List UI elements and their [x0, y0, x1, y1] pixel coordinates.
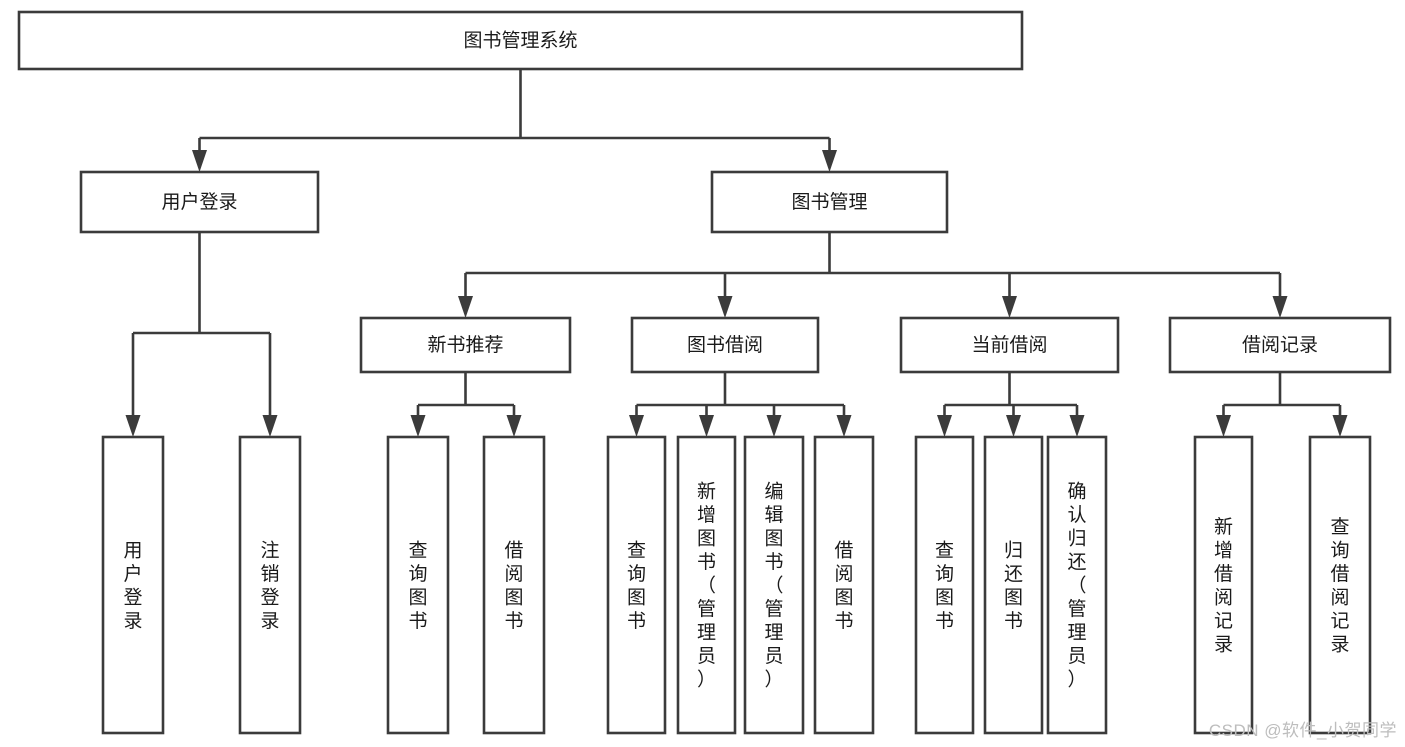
node-box: [606, 435, 667, 735]
node-box: [899, 316, 1120, 374]
node-leaf-borrow-book-1[interactable]: 借阅图书: [482, 435, 546, 735]
node-label: 注销登录: [260, 539, 279, 632]
node-leaf-return-book[interactable]: 归还图书: [983, 435, 1044, 735]
arrow-head-icon: [1002, 296, 1017, 318]
node-box: [914, 435, 975, 735]
node-label: 借阅图书: [834, 539, 853, 632]
node-box: [101, 435, 165, 735]
node-label: 图书借阅: [687, 334, 763, 356]
arrow-head-icon: [699, 415, 714, 437]
node-leaf-add-book[interactable]: 新增图书（管理员）: [676, 435, 737, 735]
node-leaf-add-record[interactable]: 新增借阅记录: [1193, 435, 1254, 735]
node-leaf-query-book-2[interactable]: 查询图书: [606, 435, 667, 735]
node-book-manage[interactable]: 图书管理: [710, 170, 949, 234]
node-root[interactable]: 图书管理系统: [17, 10, 1024, 71]
node-layer: 图书管理系统用户登录图书管理新书推荐图书借阅当前借阅借阅记录用户登录注销登录查询…: [17, 10, 1392, 735]
node-box: [630, 316, 820, 374]
node-box: [482, 435, 546, 735]
node-label: 借阅记录: [1242, 334, 1318, 356]
node-box: [710, 170, 949, 234]
node-box: [1308, 435, 1372, 735]
node-label: 借阅图书: [504, 539, 523, 632]
node-box: [983, 435, 1044, 735]
node-leaf-user-login[interactable]: 用户登录: [101, 435, 165, 735]
node-book-borrow[interactable]: 图书借阅: [630, 316, 820, 374]
node-label: 新增图书（管理员）: [697, 481, 716, 691]
node-box: [238, 435, 302, 735]
node-user-login[interactable]: 用户登录: [79, 170, 320, 234]
node-leaf-logout[interactable]: 注销登录: [238, 435, 302, 735]
node-box: [17, 10, 1024, 71]
arrow-head-icon: [262, 415, 278, 437]
node-label: 查询图书: [935, 539, 954, 632]
arrow-head-icon: [410, 415, 426, 437]
node-current-borrow[interactable]: 当前借阅: [899, 316, 1120, 374]
node-box: [1193, 435, 1254, 735]
node-label: 用户登录: [123, 540, 142, 632]
node-label: 新增借阅记录: [1214, 516, 1233, 656]
node-label: 当前借阅: [971, 334, 1047, 356]
arrow-head-icon: [192, 150, 207, 172]
arrow-head-icon: [937, 415, 952, 437]
node-label: 编辑图书（管理员）: [764, 481, 783, 691]
node-box: [386, 435, 450, 735]
node-label: 查询借阅记录: [1330, 516, 1349, 656]
arrow-head-icon: [836, 415, 852, 437]
arrow-head-icon: [458, 296, 473, 318]
arrow-head-icon: [125, 415, 141, 437]
node-box: [813, 435, 875, 735]
arrow-head-icon: [1006, 415, 1021, 437]
node-leaf-edit-book[interactable]: 编辑图书（管理员）: [743, 435, 805, 735]
arrow-head-icon: [1272, 296, 1288, 318]
node-label: 查询图书: [408, 539, 427, 632]
node-label: 图书管理: [791, 191, 867, 213]
node-label: 查询图书: [627, 539, 646, 632]
arrow-head-icon: [1332, 415, 1348, 437]
node-leaf-query-book-3[interactable]: 查询图书: [914, 435, 975, 735]
node-label: 用户登录: [161, 191, 237, 213]
arrow-head-icon: [822, 150, 837, 172]
node-label: 新书推荐: [427, 334, 503, 356]
node-label: 图书管理系统: [463, 30, 577, 52]
node-box: [676, 435, 737, 735]
arrow-head-icon: [766, 415, 782, 437]
connector-layer: [125, 69, 1348, 437]
node-leaf-borrow-book-2[interactable]: 借阅图书: [813, 435, 875, 735]
node-box: [1046, 435, 1108, 735]
node-leaf-confirm-return[interactable]: 确认归还（管理员）: [1046, 435, 1108, 735]
node-borrow-record[interactable]: 借阅记录: [1168, 316, 1392, 374]
node-label: 归还图书: [1004, 539, 1023, 632]
node-box: [359, 316, 572, 374]
arrow-head-icon: [506, 415, 522, 437]
node-leaf-query-record[interactable]: 查询借阅记录: [1308, 435, 1372, 735]
arrow-head-icon: [1069, 415, 1085, 437]
arrow-head-icon: [1216, 415, 1231, 437]
node-box: [1168, 316, 1392, 374]
node-label: 确认归还（管理员）: [1067, 481, 1086, 691]
node-new-book-rec[interactable]: 新书推荐: [359, 316, 572, 374]
node-leaf-query-book-1[interactable]: 查询图书: [386, 435, 450, 735]
arrow-head-icon: [717, 296, 733, 318]
node-box: [79, 170, 320, 234]
node-box: [743, 435, 805, 735]
arrow-head-icon: [629, 415, 644, 437]
